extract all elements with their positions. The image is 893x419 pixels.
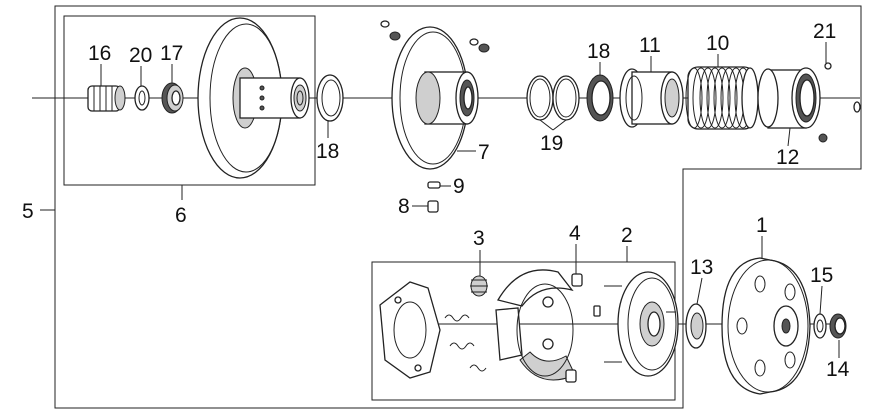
label-17: 17: [160, 42, 183, 65]
label-5: 5: [22, 200, 34, 223]
clutch-plate: [379, 281, 441, 379]
drive-pulley-6: [197, 17, 310, 179]
clutch-shoes: [495, 269, 576, 381]
nut-14: [829, 313, 847, 339]
spring-10: [685, 66, 759, 130]
bearing-17: [161, 82, 184, 114]
label-18-left: 18: [316, 140, 339, 163]
screws-7-top: [380, 20, 490, 53]
label-7: 7: [478, 141, 490, 164]
needle-bearing-16: [87, 85, 126, 112]
washer-20: [134, 85, 150, 111]
clutch-drive-plate-2: [604, 271, 679, 377]
label-2: 2: [621, 224, 633, 247]
ring-18-left: [316, 74, 344, 122]
label-8: 8: [398, 195, 410, 218]
o-rings-19: [526, 75, 580, 121]
collar-11: [619, 68, 684, 128]
label-20: 20: [129, 44, 152, 67]
label-3: 3: [473, 227, 485, 250]
pin-9: [427, 181, 441, 189]
label-12: 12: [776, 146, 799, 169]
washer-15: [813, 313, 827, 339]
label-10: 10: [706, 32, 729, 55]
label-14: 14: [826, 358, 850, 381]
label-6: 6: [175, 204, 187, 227]
label-19: 19: [540, 132, 563, 155]
ring-18-right: [586, 74, 614, 122]
label-18-right: 18: [587, 40, 610, 63]
movable-drive-face-7: [391, 26, 479, 170]
label-16: 16: [88, 42, 111, 65]
washer-13: [685, 303, 707, 349]
label-11: 11: [639, 34, 661, 57]
group-box-6: [63, 15, 316, 186]
spring-seat-12: [757, 62, 861, 143]
label-4: 4: [569, 222, 581, 245]
nut-4: [565, 273, 601, 383]
clutch-bell-1: [721, 257, 811, 395]
label-15: 15: [810, 264, 833, 287]
pin-8: [427, 200, 439, 213]
label-13: 13: [690, 256, 713, 279]
assembly-outline-5: [54, 5, 862, 409]
leader-lines: [40, 42, 840, 358]
spring-3: [470, 275, 488, 297]
clutch-springs: [444, 314, 487, 372]
label-21: 21: [813, 20, 836, 43]
label-9: 9: [453, 175, 465, 198]
label-1: 1: [756, 214, 768, 237]
